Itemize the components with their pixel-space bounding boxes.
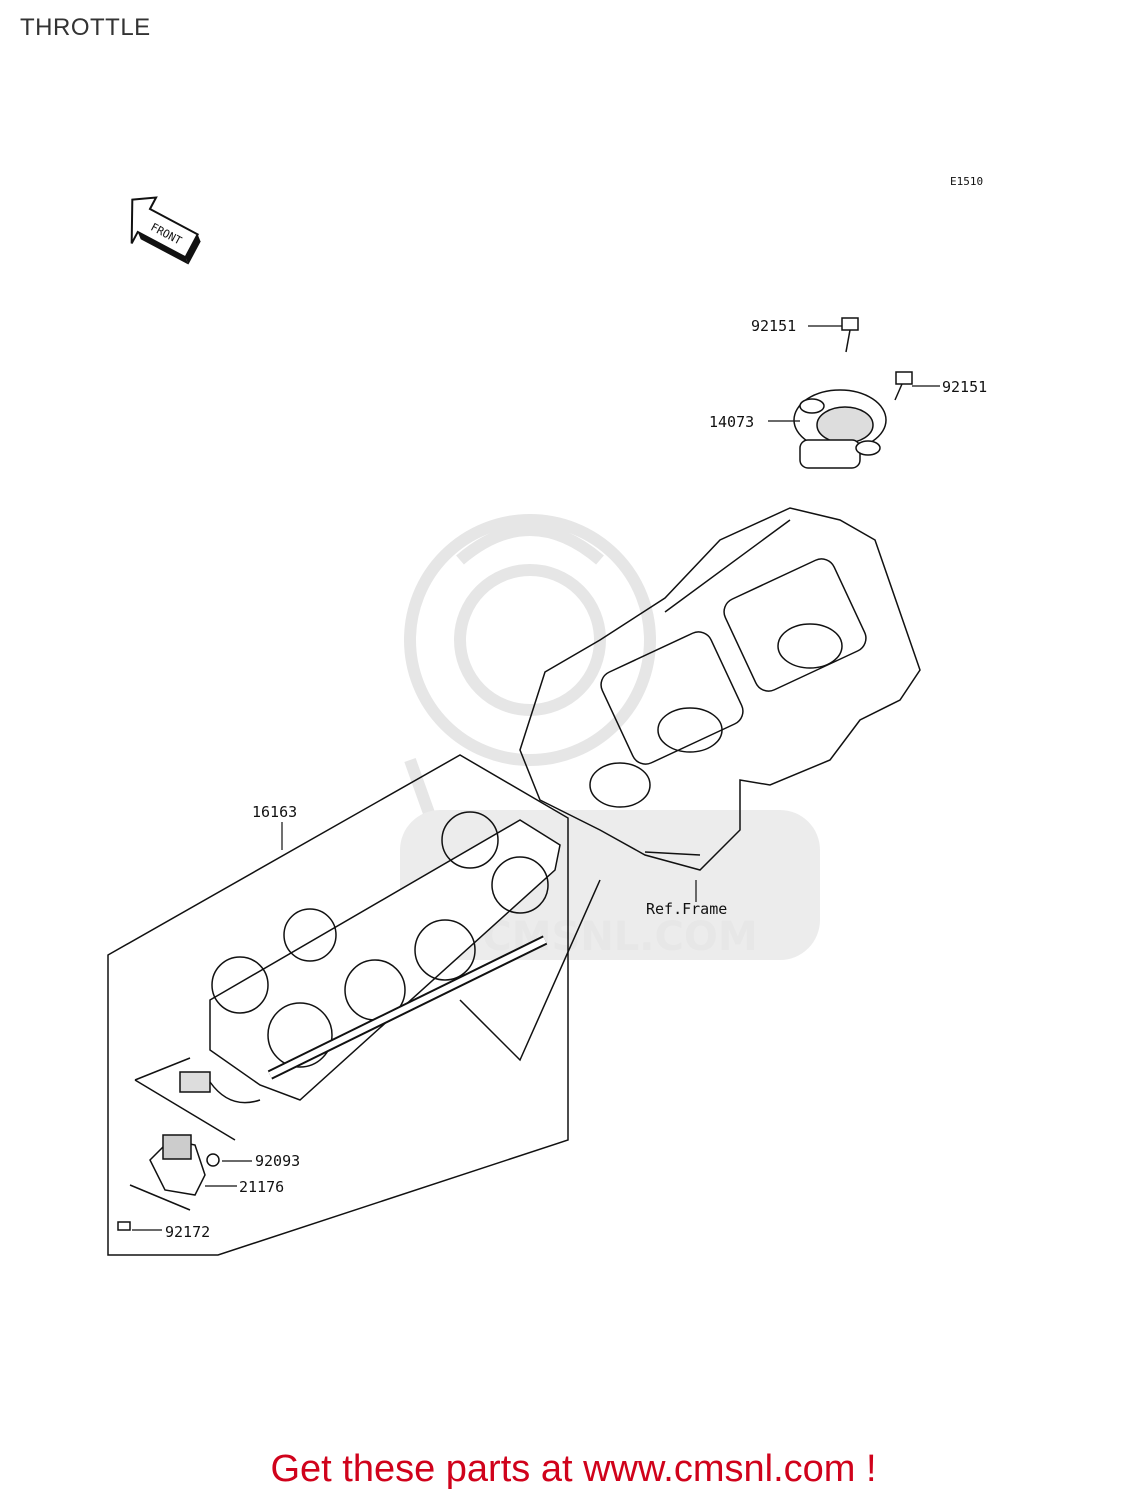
callout-21176: 21176 [239, 1178, 284, 1196]
callout-14073: 14073 [709, 413, 754, 431]
callout-92093: 92093 [255, 1152, 300, 1170]
bolt-92151-a-part [841, 317, 859, 353]
front-arrow-icon: FRONT [130, 196, 201, 265]
sensor-21176-part [117, 1134, 220, 1231]
leader-lines [132, 325, 940, 1231]
callout-92172: 92172 [165, 1223, 210, 1241]
callout-16163: 16163 [252, 803, 297, 821]
bolt-92151-b-part [894, 371, 913, 401]
throttle-body-16163-part [107, 754, 601, 1256]
ref-frame-outline [519, 507, 921, 871]
watermark-logo [404, 514, 656, 910]
pipe-14073-part [793, 389, 887, 469]
callout-92151-right: 92151 [942, 378, 987, 396]
callout-92151-top: 92151 [751, 317, 796, 335]
cta-link[interactable]: Get these parts at www.cmsnl.com ! [270, 1448, 877, 1490]
diagram-code: E1510 [950, 175, 983, 188]
page-title: THROTTLE [20, 14, 151, 41]
callout-ref-frame: Ref.Frame [646, 900, 727, 918]
